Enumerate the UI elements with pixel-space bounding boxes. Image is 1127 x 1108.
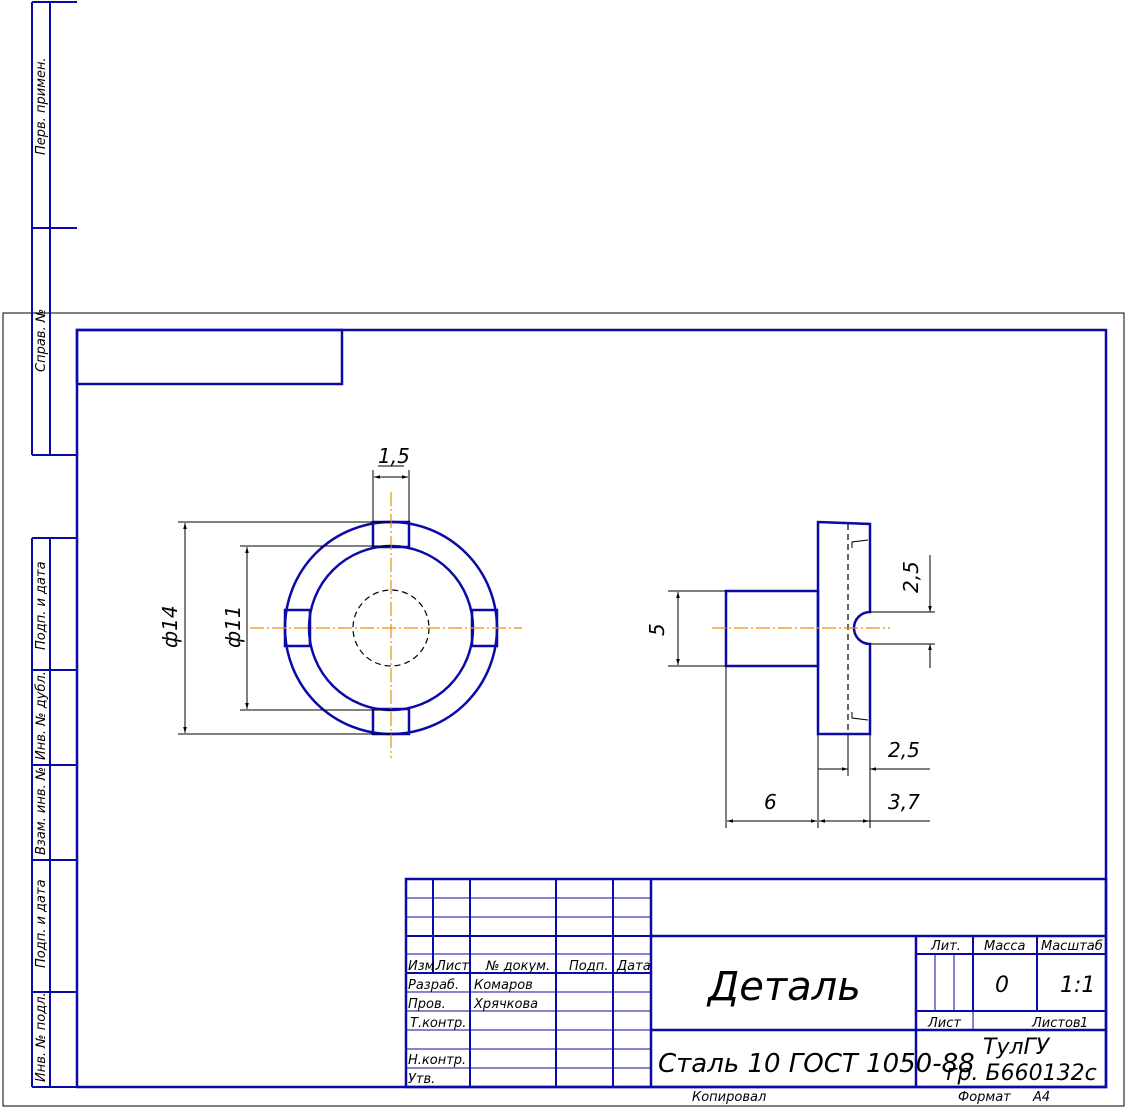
dim-shaft-length: 6 bbox=[764, 790, 777, 814]
masshtab-label: Масштаб bbox=[1041, 939, 1103, 954]
row-role-tkontr: Т.контр. bbox=[410, 1016, 466, 1031]
title-block-grid bbox=[404, 877, 1108, 1089]
header-podp: Подп. bbox=[569, 959, 608, 974]
footer-format-label: Формат bbox=[958, 1090, 1011, 1105]
side-label-perv-primen: Перв. примен. bbox=[34, 57, 49, 155]
sheets-value: 1 bbox=[1080, 1016, 1088, 1031]
dim-groove-width: 2,5 bbox=[899, 561, 923, 593]
bottom-left-strips bbox=[31, 537, 77, 1088]
header-data: Дата bbox=[616, 959, 651, 974]
row-role-utv: Утв. bbox=[408, 1072, 435, 1087]
masshtab-value: 1:1 bbox=[1060, 973, 1095, 998]
outer-trim-frame bbox=[2, 312, 1125, 1107]
lit-label: Лит. bbox=[930, 939, 961, 954]
org-line-1: ТулГУ bbox=[983, 1035, 1051, 1060]
footer-copied: Копировал bbox=[692, 1090, 766, 1105]
dim-inner-diameter: ф11 bbox=[221, 605, 245, 648]
sheets-label: Листов bbox=[1031, 1016, 1081, 1031]
row-role-prov: Пров. bbox=[408, 997, 446, 1012]
material: Сталь 10 ГОСТ 1050-88 bbox=[658, 1049, 975, 1079]
top-left-strips bbox=[31, 1, 77, 456]
massa-value: 0 bbox=[995, 973, 1009, 998]
side-label-sprav-no: Справ. № bbox=[34, 309, 49, 372]
front-view bbox=[178, 465, 522, 758]
side-label-podp-data-2: Подп. и дата bbox=[34, 879, 49, 968]
massa-label: Масса bbox=[984, 939, 1025, 954]
header-no-dokum: № докум. bbox=[485, 959, 550, 974]
row-name-prov: Хрячкова bbox=[473, 997, 538, 1012]
dim-flange-thickness: 3,7 bbox=[888, 790, 920, 814]
dim-flange-offset: 2,5 bbox=[888, 738, 920, 762]
part-name: Деталь bbox=[706, 964, 861, 1010]
side-view bbox=[668, 520, 935, 828]
header-izm: Изм. bbox=[408, 959, 439, 974]
dim-slot-width: 1,5 bbox=[378, 444, 410, 468]
header-list: Лист bbox=[435, 959, 469, 974]
row-name-razrab: Комаров bbox=[474, 978, 533, 993]
side-label-inv-podl: Инв. № подл. bbox=[34, 992, 49, 1082]
side-label-inv-dubl: Инв. № дубл. bbox=[34, 671, 49, 760]
top-left-box bbox=[75, 328, 344, 386]
dim-outer-diameter: ф14 bbox=[158, 605, 182, 648]
org-line-2: гр. Б660132с bbox=[946, 1061, 1097, 1086]
side-label-vzam-inv: Взам. инв. № bbox=[34, 767, 49, 855]
row-role-razrab: Разраб. bbox=[408, 978, 459, 993]
footer-format-value: А4 bbox=[1032, 1090, 1050, 1105]
flange bbox=[816, 520, 872, 736]
sheet-label: Лист bbox=[927, 1016, 961, 1031]
side-label-podp-data-1: Подп. и дата bbox=[34, 561, 49, 650]
dim-shaft-diameter: 5 bbox=[645, 623, 669, 636]
row-role-nkontr: Н.контр. bbox=[408, 1053, 466, 1068]
